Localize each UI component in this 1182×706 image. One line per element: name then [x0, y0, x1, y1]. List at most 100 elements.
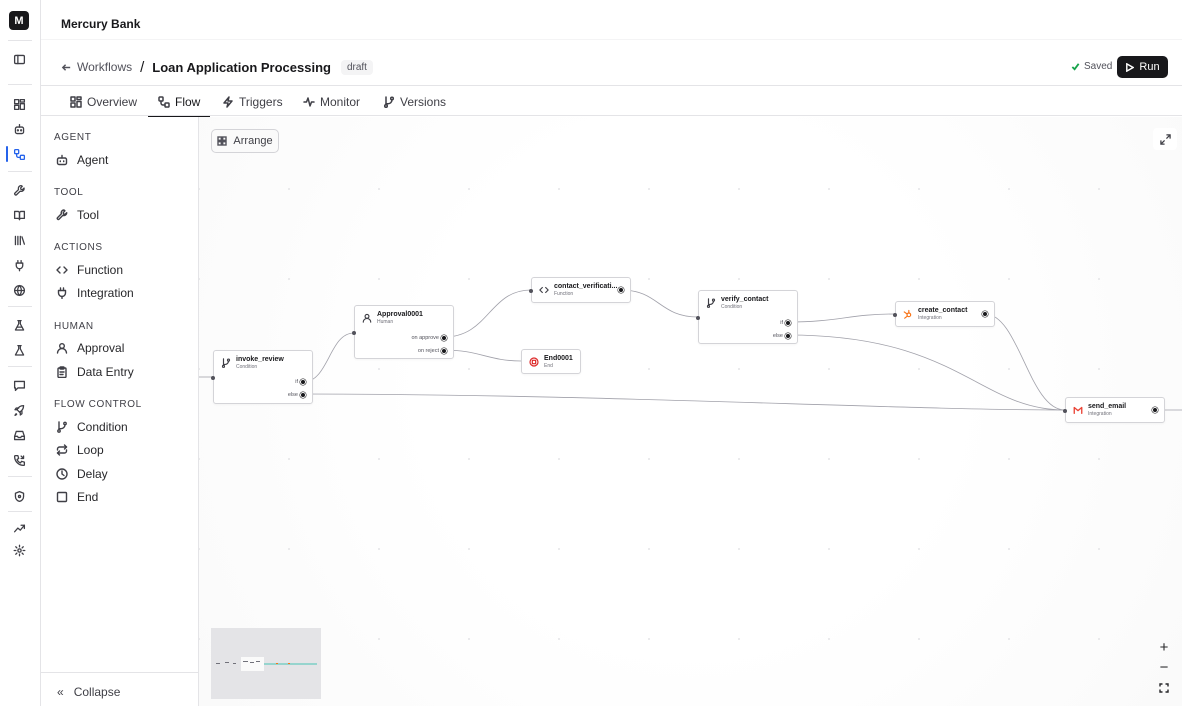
port-on-approve-handle[interactable]: [441, 335, 447, 341]
node-input-handle[interactable]: [529, 289, 533, 293]
palette-item-end[interactable]: End: [56, 488, 98, 506]
tools-icon[interactable]: [10, 181, 28, 199]
trending-up-icon[interactable]: [10, 519, 28, 537]
port-on-reject-handle[interactable]: [441, 348, 447, 354]
palette-item-integration[interactable]: Integration: [56, 284, 134, 302]
node-invoke-review[interactable]: invoke_review Condition if else: [211, 350, 313, 404]
port-if-handle[interactable]: [785, 320, 791, 326]
tab-flow[interactable]: Flow: [147, 86, 211, 118]
left-rail: M: [0, 0, 41, 706]
port-if-handle[interactable]: [300, 379, 306, 385]
node-input-handle[interactable]: [893, 313, 897, 317]
node-input-handle[interactable]: [1063, 409, 1067, 413]
palette-heading-tool: TOOL: [54, 187, 84, 198]
rocket-icon[interactable]: [10, 401, 28, 419]
integrations-plug-icon[interactable]: [10, 256, 28, 274]
tab-monitor[interactable]: Monitor: [303, 86, 360, 117]
node-input-handle[interactable]: [352, 331, 356, 335]
workspace-logo[interactable]: M: [9, 11, 29, 30]
test-tube-icon[interactable]: [10, 341, 28, 359]
chat-icon[interactable]: [10, 376, 28, 394]
saved-label: Saved: [1084, 61, 1113, 72]
palette-item-data-entry[interactable]: Data Entry: [56, 363, 134, 381]
branch-icon: [221, 358, 231, 368]
knowledge-book-icon[interactable]: [10, 206, 28, 224]
run-button-label: Run: [1139, 61, 1160, 73]
tab-versions[interactable]: Versions: [383, 86, 446, 117]
minimap-viewport[interactable]: [241, 657, 264, 671]
node-output-handle[interactable]: [1152, 407, 1158, 413]
canvas-grid: [199, 117, 1182, 706]
edge-contact-verification-verify: [620, 289, 699, 318]
tab-overview[interactable]: Overview: [70, 86, 137, 117]
palette-item-loop[interactable]: Loop: [56, 441, 104, 459]
palette-divider: [41, 672, 198, 673]
flow-canvas[interactable]: Arrange invoke_review Condition if else …: [199, 117, 1182, 706]
flask-icon[interactable]: [10, 316, 28, 334]
node-name: Approval0001: [377, 311, 423, 318]
node-type: Function: [554, 291, 574, 297]
node-approval[interactable]: Approval0001 Human on approve on reject: [352, 305, 454, 359]
node-contact-verification[interactable]: contact_verificati... Function: [529, 277, 631, 303]
zoom-out-button[interactable]: −: [1159, 658, 1169, 676]
edge-verify-if-create: [787, 313, 896, 323]
port-else-handle[interactable]: [785, 333, 791, 339]
settings-gear-icon[interactable]: [10, 541, 28, 559]
node-name: invoke_review: [236, 356, 284, 363]
fullscreen-button[interactable]: [1153, 128, 1177, 150]
globe-icon[interactable]: [10, 281, 28, 299]
port-label-on-approve: on approve: [411, 335, 439, 341]
workflows-icon[interactable]: [6, 145, 28, 163]
workflow-icon: [158, 95, 170, 108]
tab-triggers[interactable]: Triggers: [222, 86, 283, 117]
maximize-icon: [1159, 133, 1171, 145]
arrange-button[interactable]: Arrange: [211, 129, 279, 153]
node-type: Integration: [1088, 411, 1112, 417]
port-label-if: if: [780, 320, 783, 326]
user-icon: [362, 313, 372, 323]
palette-item-agent[interactable]: Agent: [56, 151, 108, 169]
port-label-if: if: [295, 379, 298, 385]
node-end[interactable]: End0001 End: [521, 349, 581, 374]
node-output-handle[interactable]: [982, 311, 988, 317]
node-send-email[interactable]: send_email Integration: [1063, 397, 1165, 423]
collapse-button[interactable]: « Collapse: [57, 685, 121, 699]
inbox-icon[interactable]: [10, 426, 28, 444]
bot-icon: [56, 154, 68, 166]
node-create-contact[interactable]: create_contact Integration: [893, 301, 995, 327]
branch-icon: [706, 298, 716, 308]
sidebar-toggle-icon[interactable]: [10, 50, 28, 68]
port-else-handle[interactable]: [300, 392, 306, 398]
chevrons-left-icon: «: [57, 685, 64, 699]
palette-item-approval[interactable]: Approval: [56, 339, 124, 357]
agents-icon[interactable]: [10, 120, 28, 138]
rail-divider: [8, 366, 32, 367]
minimap[interactable]: [211, 628, 321, 699]
palette-item-tool[interactable]: Tool: [56, 206, 99, 224]
page-title[interactable]: Loan Application Processing: [152, 59, 331, 75]
rail-divider: [8, 84, 32, 85]
node-output-handle[interactable]: [618, 287, 624, 293]
fit-view-button[interactable]: [1154, 679, 1174, 697]
layout-grid-icon: [70, 95, 82, 108]
back-to-workflows-link[interactable]: Workflows: [61, 60, 132, 74]
breadcrumb-separator: /: [140, 58, 145, 76]
zoom-in-button[interactable]: +: [1159, 638, 1169, 656]
rail-divider: [8, 511, 32, 512]
palette-item-function[interactable]: Function: [56, 261, 123, 279]
rail-divider: [8, 306, 32, 307]
run-button[interactable]: Run: [1117, 56, 1168, 78]
check-icon: [1071, 63, 1080, 71]
dashboard-icon[interactable]: [10, 95, 28, 113]
phone-icon[interactable]: [10, 451, 28, 469]
palette-item-delay[interactable]: Delay: [56, 465, 108, 483]
node-input-handle[interactable]: [211, 376, 215, 380]
shield-icon[interactable]: [10, 487, 28, 505]
edge-verify-else-send: [787, 334, 1066, 411]
palette-item-condition[interactable]: Condition: [56, 418, 128, 436]
library-icon[interactable]: [10, 231, 28, 249]
node-type: Integration: [918, 315, 942, 321]
zap-icon: [223, 95, 233, 108]
node-verify-contact[interactable]: verify_contact Condition if else: [696, 290, 798, 344]
node-input-handle[interactable]: [696, 316, 700, 320]
